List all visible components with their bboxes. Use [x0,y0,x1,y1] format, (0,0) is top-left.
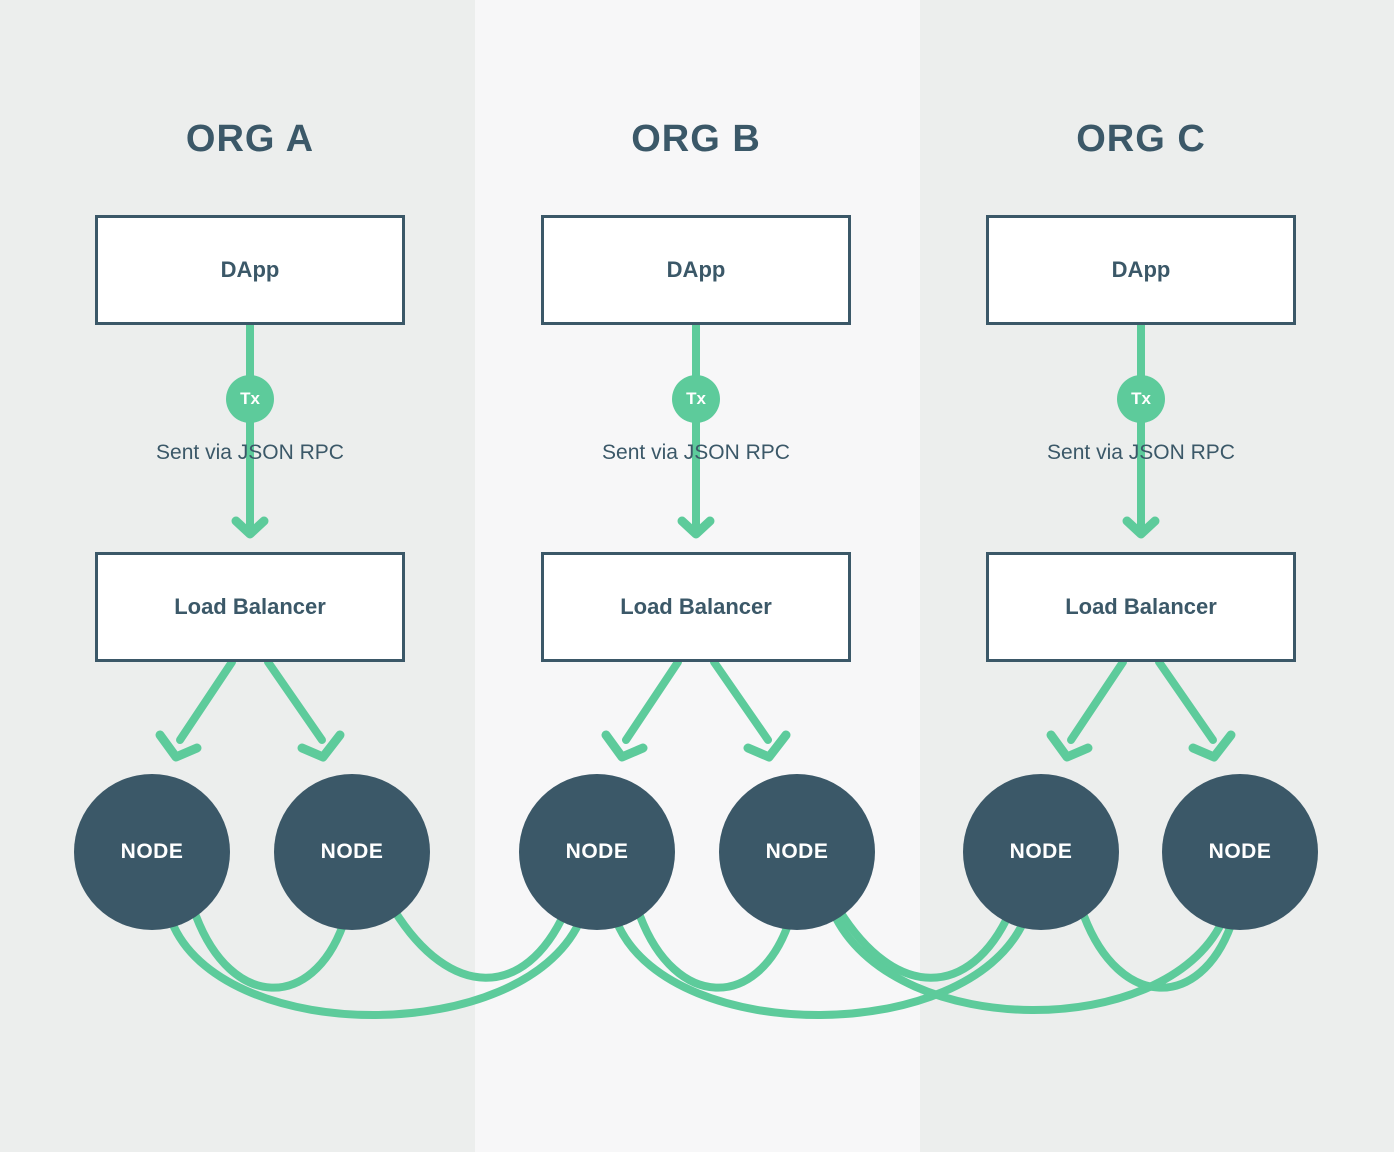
load-balancer-label: Load Balancer [1065,594,1217,619]
dapp-label: DApp [220,257,280,282]
node-label: NODE [1009,840,1073,863]
tx-label: Tx [1131,389,1151,408]
node-label: NODE [565,840,629,863]
rpc-label-b: Sent via JSON RPC [602,441,790,464]
node-label: NODE [120,840,184,863]
tx-badge-b[interactable]: Tx [672,375,720,423]
node-c1[interactable]: NODE [963,774,1119,930]
load-balancer-box-b[interactable]: Load Balancer [541,552,851,662]
org-title-a: ORG A [185,118,315,160]
load-balancer-label: Load Balancer [174,594,326,619]
dapp-label: DApp [666,257,726,282]
node-label: NODE [765,840,829,863]
load-balancer-box-a[interactable]: Load Balancer [95,552,405,662]
tx-label: Tx [686,389,706,408]
load-balancer-label: Load Balancer [620,594,772,619]
rpc-label-c: Sent via JSON RPC [1047,441,1235,464]
rpc-label-a: Sent via JSON RPC [156,441,344,464]
node-a2[interactable]: NODE [274,774,430,930]
node-b2[interactable]: NODE [719,774,875,930]
node-b1[interactable]: NODE [519,774,675,930]
tx-badge-c[interactable]: Tx [1117,375,1165,423]
dapp-label: DApp [1111,257,1171,282]
dapp-box-a[interactable]: DApp [95,215,405,325]
tx-badge-a[interactable]: Tx [226,375,274,423]
node-a1[interactable]: NODE [74,774,230,930]
node-label: NODE [320,840,384,863]
dapp-box-c[interactable]: DApp [986,215,1296,325]
node-c2[interactable]: NODE [1162,774,1318,930]
org-title-c: ORG C [1076,118,1206,160]
tx-label: Tx [240,389,260,408]
node-label: NODE [1208,840,1272,863]
org-title-b: ORG B [631,118,761,160]
dapp-box-b[interactable]: DApp [541,215,851,325]
load-balancer-box-c[interactable]: Load Balancer [986,552,1296,662]
